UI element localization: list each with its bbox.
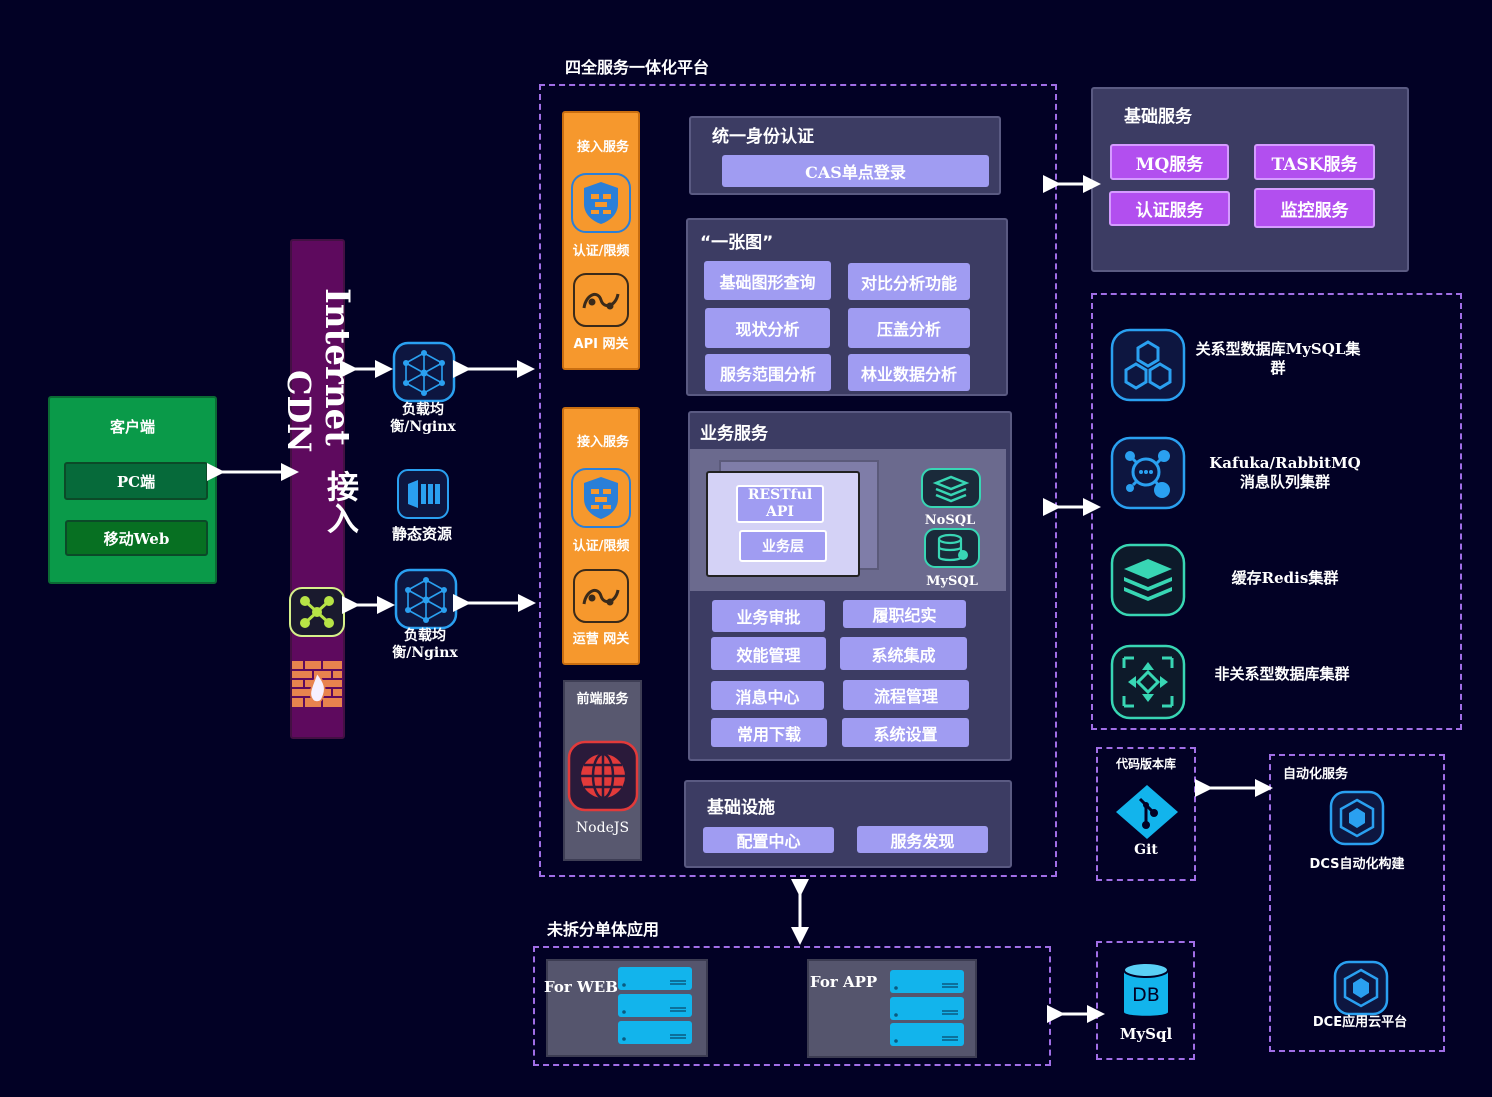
web-app-label: For WEB	[544, 978, 618, 996]
platform-frame	[539, 84, 1057, 877]
base-services-title: 基础服务	[1124, 107, 1192, 127]
mysql-label: MySQL	[926, 574, 978, 589]
platform-title: 四全服务一体化平台	[565, 58, 710, 77]
infra-panel	[684, 780, 1012, 868]
business-title: 业务服务	[700, 424, 768, 444]
dcs-build-icon	[1329, 790, 1385, 850]
mysql-db-label: MySql	[1119, 1025, 1173, 1043]
access-service-2-gateway: 运营 网关	[572, 632, 630, 647]
database-icon-text: DB	[1132, 984, 1160, 1006]
mysql-cluster-label: 关系型数据库MySQL集群	[1195, 340, 1361, 377]
repo-title: 代码版本库	[1115, 757, 1176, 771]
automation-title: 自动化服务	[1283, 767, 1349, 782]
static-resource-label: 静态资源	[391, 525, 452, 543]
identity-title: 统一身份认证	[712, 127, 814, 147]
globe-icon	[567, 740, 639, 816]
dce-platform-icon	[1333, 960, 1389, 1020]
config-center-button[interactable]: 配置中心	[703, 827, 834, 853]
access-service-2-auth: 认证/限频	[572, 539, 630, 554]
nosql-cluster-icon	[1110, 644, 1186, 724]
firewall-icon	[292, 661, 342, 711]
onemap-item-5[interactable]: 林业数据分析	[848, 354, 970, 391]
restful-api-button[interactable]: RESTful API	[736, 485, 824, 523]
redis-cluster-label: 缓存Redis集群	[1231, 569, 1339, 587]
client-title: 客户端	[109, 418, 155, 436]
shield-icon	[570, 172, 632, 238]
onemap-item-4[interactable]: 服务范围分析	[705, 354, 831, 391]
business-item-3[interactable]: 系统集成	[840, 637, 967, 670]
access-service-2-title: 接入服务	[576, 435, 629, 450]
task-service-button[interactable]: TASK服务	[1254, 144, 1375, 180]
dcs-build-label: DCS自动化构建	[1309, 857, 1405, 872]
server-stack-icon-2	[890, 970, 964, 1051]
repo-frame	[1096, 747, 1196, 881]
access-service-1-auth: 认证/限频	[572, 244, 630, 259]
onemap-item-2[interactable]: 现状分析	[705, 308, 830, 348]
mobile-app-label: For APP	[810, 973, 878, 991]
cdn-access-label: 接入	[322, 470, 360, 534]
nosql-cluster-label: 非关系型数据库集群	[1214, 665, 1350, 683]
cas-sso-button[interactable]: CAS单点登录	[722, 155, 989, 187]
server-stack-icon	[618, 967, 692, 1049]
business-item-2[interactable]: 效能管理	[711, 637, 826, 670]
nodejs-label: NodeJS	[575, 820, 630, 836]
business-item-7[interactable]: 系统设置	[842, 718, 969, 747]
cdn-bar	[290, 239, 345, 739]
git-label: Git	[1134, 842, 1158, 858]
ops-gateway-icon	[572, 568, 630, 628]
auth-service-button[interactable]: 认证服务	[1109, 191, 1230, 226]
client-box: 客户端 PC端 移动Web	[48, 396, 217, 584]
dce-platform-label: DCE应用云平台	[1312, 1015, 1408, 1030]
shield-icon-2	[570, 467, 632, 533]
mobile-web-button[interactable]: 移动Web	[65, 520, 208, 556]
load-balancer-label: 负载均衡/Nginx	[390, 402, 456, 435]
business-layer-button[interactable]: 业务层	[739, 530, 827, 562]
onemap-item-0[interactable]: 基础图形查询	[704, 261, 831, 300]
mysql-cluster-icon	[1110, 328, 1186, 406]
cdn-cdn-label: CDN	[280, 370, 318, 453]
message-queue-icon	[1110, 436, 1186, 514]
pc-button[interactable]: PC端	[64, 462, 208, 500]
database-icon	[1122, 962, 1170, 1024]
infra-title: 基础设施	[707, 798, 775, 818]
onemap-item-1[interactable]: 对比分析功能	[848, 263, 970, 300]
frontend-service-title: 前端服务	[576, 692, 629, 707]
nosql-icon	[920, 467, 982, 513]
automation-frame	[1269, 754, 1445, 1052]
business-item-0[interactable]: 业务审批	[712, 600, 825, 632]
mysql-db-frame	[1096, 941, 1195, 1060]
load-balancer-label-2: 负载均衡/Nginx	[392, 628, 458, 661]
mysql-gear-icon	[923, 527, 981, 573]
access-service-1-title: 接入服务	[576, 140, 629, 155]
static-resource-icon	[396, 468, 450, 524]
business-item-6[interactable]: 常用下载	[711, 718, 827, 747]
nosql-label: NoSQL	[924, 513, 976, 528]
onemap-title: “一张图”	[700, 233, 774, 253]
service-discovery-button[interactable]: 服务发现	[857, 826, 988, 853]
redis-cluster-icon	[1110, 543, 1186, 621]
onemap-item-3[interactable]: 压盖分析	[848, 308, 970, 348]
business-item-5[interactable]: 流程管理	[843, 680, 969, 710]
mq-service-button[interactable]: MQ服务	[1110, 144, 1229, 180]
git-icon	[1116, 785, 1178, 843]
monitor-service-button[interactable]: 监控服务	[1254, 188, 1375, 228]
api-gateway-icon	[572, 272, 630, 332]
business-item-4[interactable]: 消息中心	[711, 681, 824, 710]
message-queue-label: Kafuka/RabbitMQ消息队列集群	[1209, 454, 1361, 491]
monolith-title: 未拆分单体应用	[547, 920, 660, 939]
business-item-1[interactable]: 履职纪实	[843, 600, 966, 628]
access-service-1-gateway: API 网关	[573, 337, 629, 352]
